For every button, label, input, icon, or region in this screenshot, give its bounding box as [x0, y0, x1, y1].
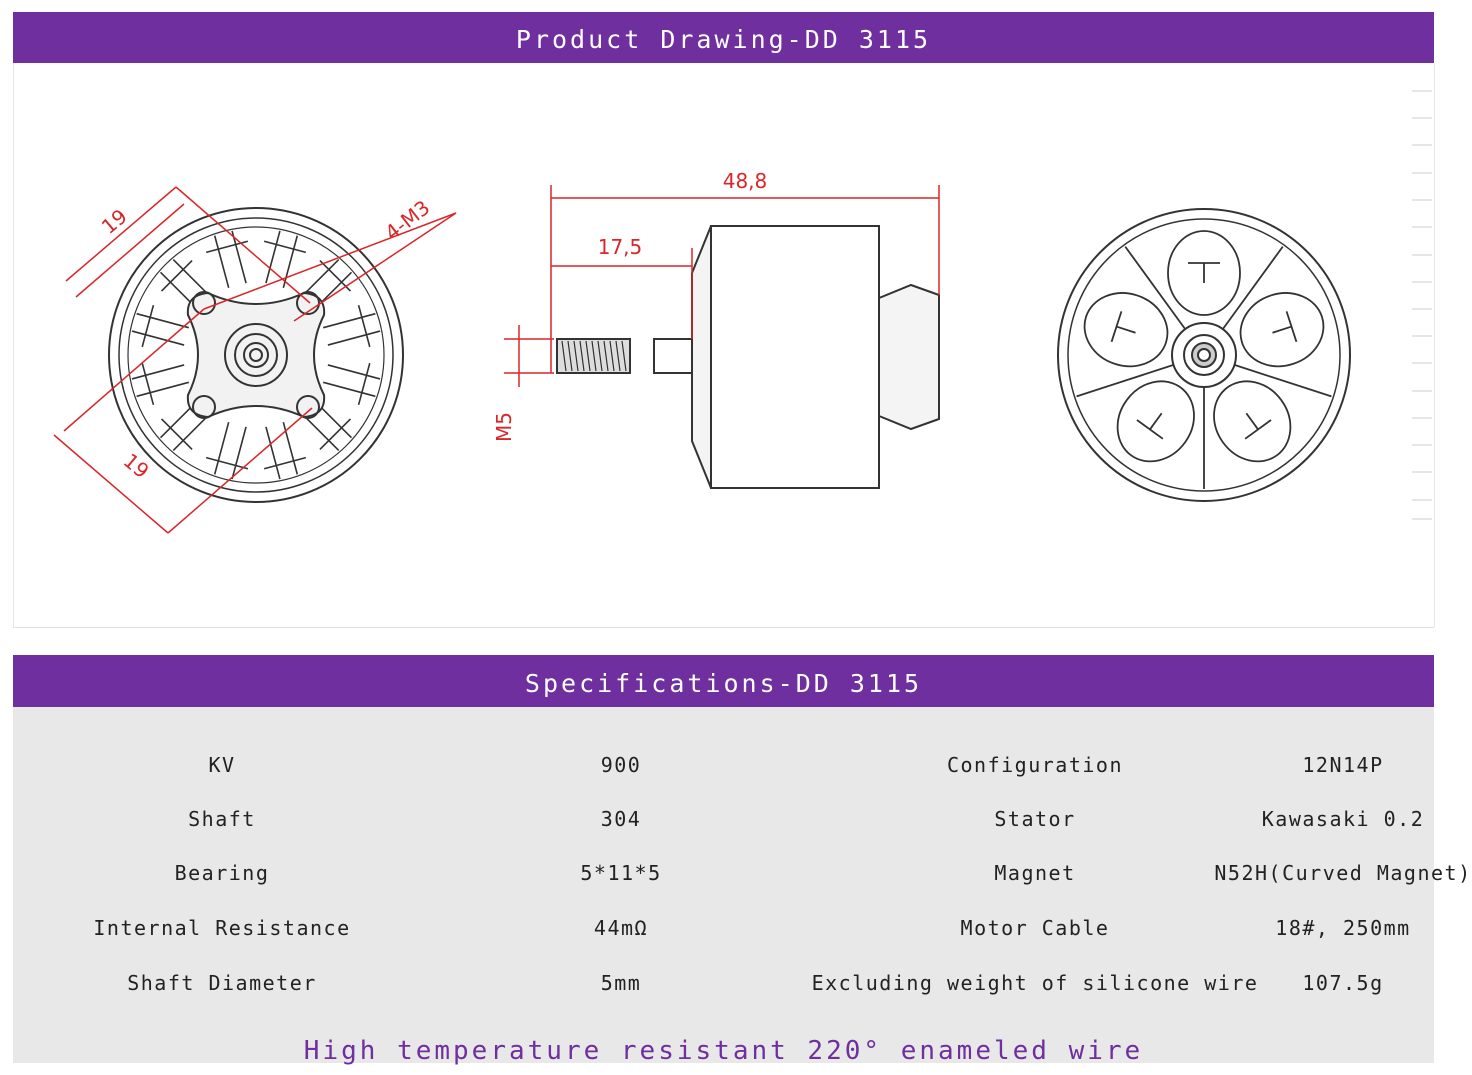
motor-drawing: 19 19 4-M3 48,8 17,5 M5 — [53, 90, 1432, 534]
front-dimension-lines — [53, 186, 457, 534]
spec-value: 5*11*5 — [580, 861, 662, 885]
spec-value: 304 — [600, 807, 642, 831]
motor-back-view — [1057, 208, 1351, 502]
drawing-title: Product Drawing-DD 3115 — [515, 25, 932, 54]
specifications-banner: Specifications-DD 3115 — [13, 655, 1434, 707]
separator-line — [13, 627, 1434, 628]
spec-value-right: 107.5g — [1302, 971, 1384, 995]
spec-value-right: N52H(Curved Magnet) — [1214, 861, 1472, 885]
spec-value: 44mΩ — [593, 916, 649, 940]
spec-label: Internal Resistance — [93, 916, 351, 940]
spec-value: 900 — [600, 753, 642, 777]
spec-label: KV — [208, 753, 236, 777]
front-dimension-bottom: 19 — [119, 448, 154, 483]
front-dimension-top: 19 — [97, 204, 132, 239]
spec-value-right: Kawasaki 0.2 — [1261, 807, 1425, 831]
spec-label: Bearing — [174, 861, 270, 885]
specifications-title: Specifications-DD 3115 — [524, 669, 923, 698]
side-dimension-lines — [504, 185, 940, 387]
motor-front-view — [108, 207, 404, 503]
spec-label-right: Configuration — [946, 753, 1124, 777]
spec-label: Shaft — [188, 807, 256, 831]
drawing-banner: Product Drawing-DD 3115 — [13, 12, 1434, 63]
product-drawing-panel: 19 19 4-M3 48,8 17,5 M5 — [13, 63, 1435, 627]
side-dimension-thread: M5 — [492, 412, 516, 442]
spec-label: Shaft Diameter — [127, 971, 317, 995]
edge-ticks — [1412, 90, 1432, 520]
spec-value-right: 12N14P — [1302, 753, 1384, 777]
spec-value: 5mm — [600, 971, 642, 995]
motor-side-view — [556, 225, 940, 489]
enameled-wire-note: High temperature resistant 220° enameled… — [303, 1036, 1144, 1066]
spec-label-right: Magnet — [994, 861, 1076, 885]
side-dimension-length: 48,8 — [723, 169, 768, 193]
spec-label-right: Motor Cable — [960, 916, 1110, 940]
spec-label-right: Stator — [994, 807, 1076, 831]
spec-label-right: Excluding weight of silicone wire — [811, 971, 1259, 995]
specifications-table: KV 900 Configuration 12N14P Shaft 304 Stator Ka… — [13, 707, 1470, 1063]
front-hole-label: 4-M3 — [380, 195, 434, 245]
spec-value-right: 18#, 250mm — [1275, 916, 1411, 940]
side-dimension-shaft: 17,5 — [598, 235, 643, 259]
